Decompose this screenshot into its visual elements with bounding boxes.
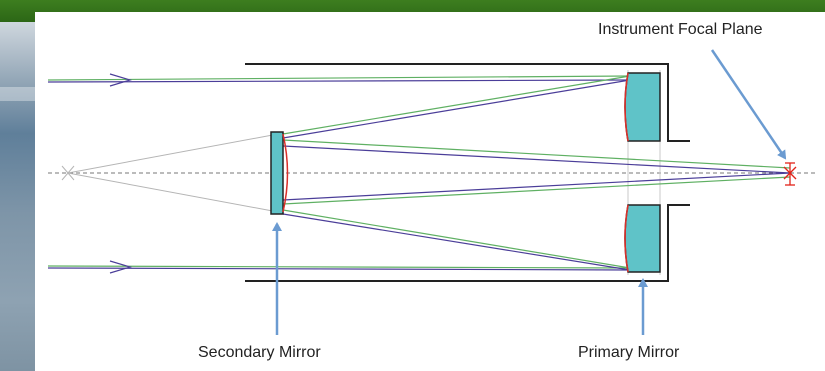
ray-direction-arrow-bottom [109,260,133,274]
focal-plane-callout-arrow [710,49,787,160]
primary-mirror-top [624,72,661,142]
focal-plane-label: Instrument Focal Plane [598,21,763,38]
telescope-tube [245,63,690,282]
background-photo [0,22,40,371]
primary-mirror-bottom [624,204,661,273]
secondary-mirror-label: Secondary Mirror [198,344,321,361]
primary-mirror-label: Primary Mirror [578,344,680,361]
primary-to-secondary-rays [282,75,631,271]
focal-point-marker [783,162,797,186]
secondary-to-focus-rays [282,139,791,205]
incoming-rays [47,73,631,274]
virtual-focus [61,133,279,213]
secondary-mirror [270,131,289,215]
ray-direction-arrow-top [109,73,133,87]
